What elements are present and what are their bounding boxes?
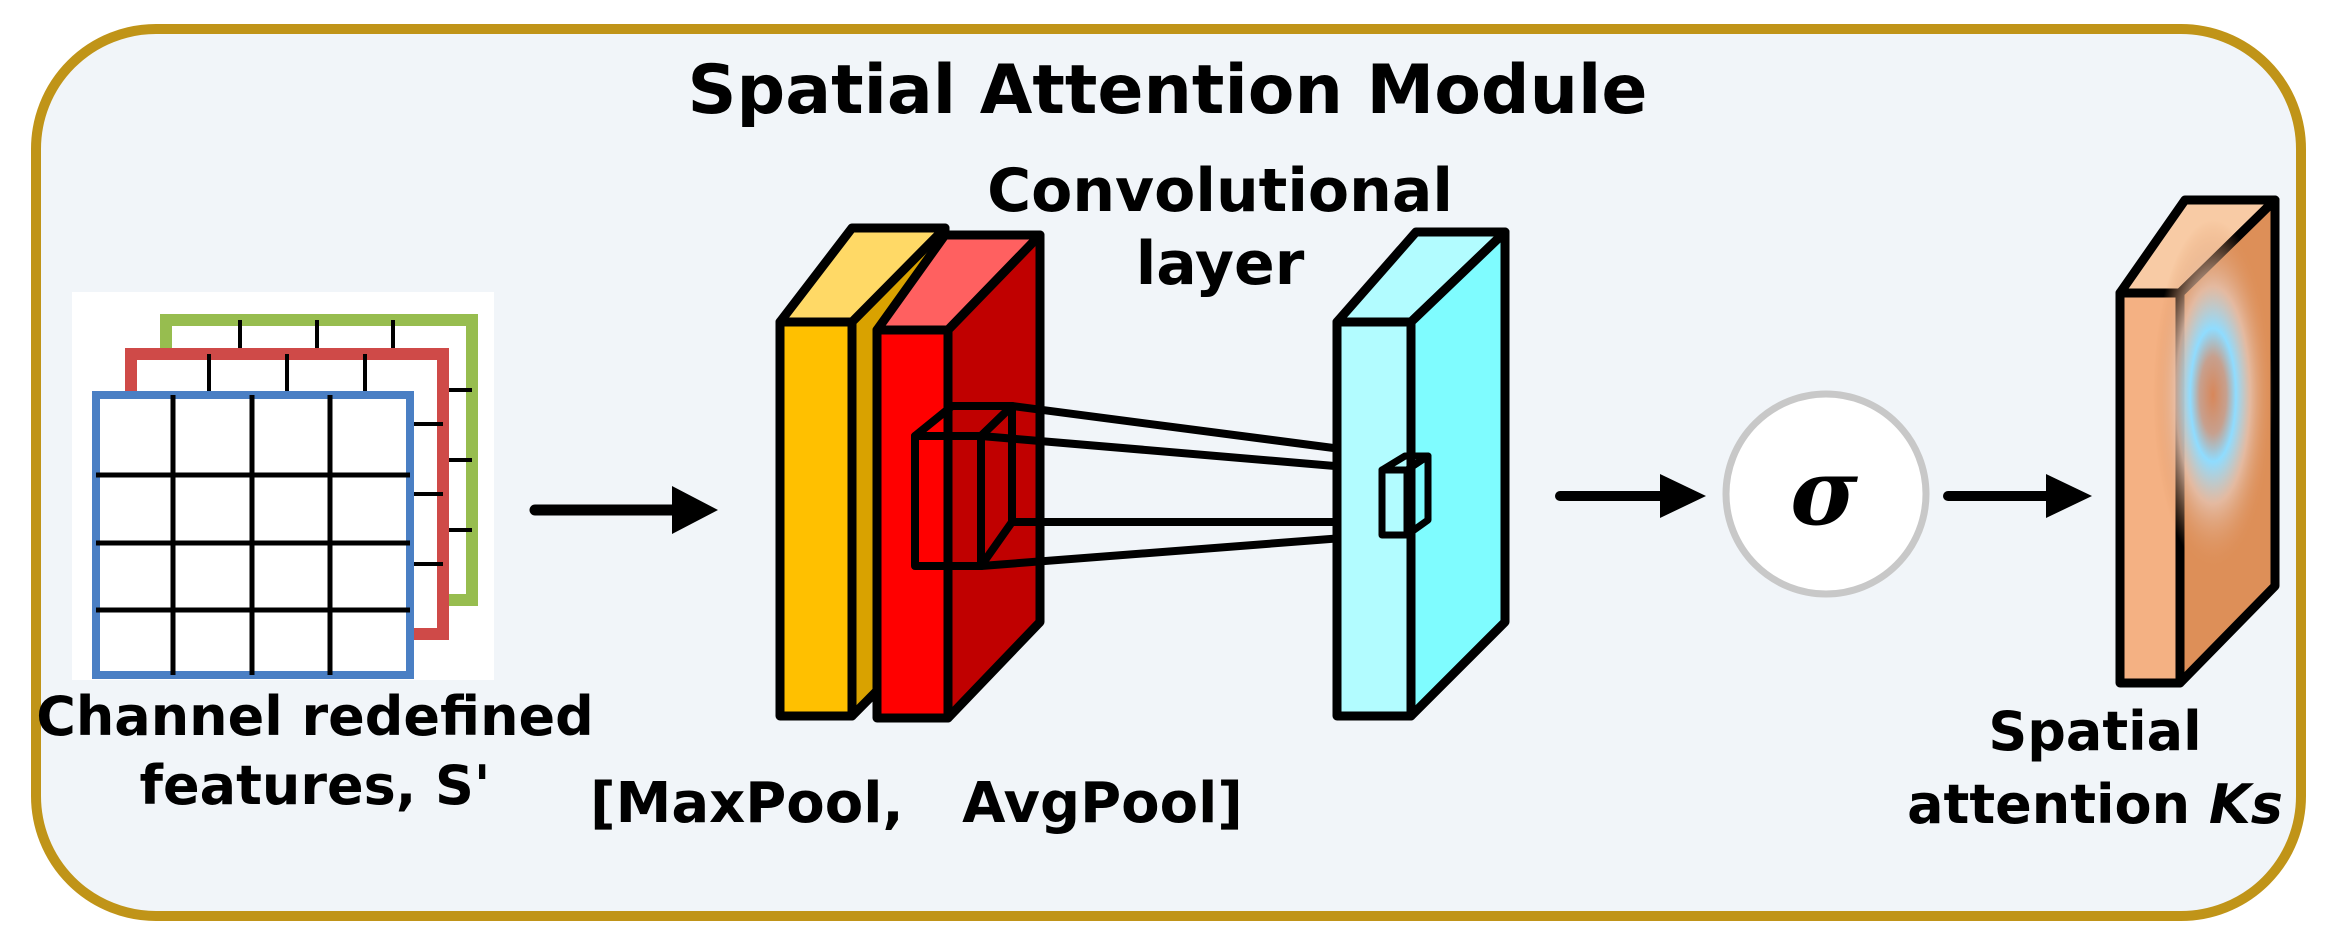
conv-label-line2: layer (1135, 229, 1305, 300)
pooling-label-text: [MaxPool, AvgPool] (590, 771, 1243, 836)
output-label-line2: attention Ks (1880, 768, 2310, 841)
conv-label-line1: Convolutional (987, 156, 1453, 226)
feature-grid-blue (92, 391, 414, 679)
conv-layer-label: Convolutional layer (985, 155, 1455, 301)
avgpool-slab (872, 230, 1045, 723)
input-features-label: Channel redefined features, S' (20, 682, 610, 820)
input-label-line1: Channel redefined (36, 685, 594, 748)
diagram-title: Spatial Attention Module (687, 51, 1648, 130)
module-frame (31, 24, 2306, 921)
output-label-variable: Ks (2208, 773, 2283, 837)
sigmoid-symbol: σ (1790, 438, 1858, 546)
conv-output-slab (1332, 227, 1510, 721)
output-label-line1: Spatial (1988, 700, 2202, 763)
input-feature-maps (72, 292, 494, 680)
input-label-line2: features, S' (139, 754, 491, 818)
spatial-attention-label: Spatial attention Ks (1880, 695, 2310, 842)
sigmoid-node: σ (1722, 390, 1930, 598)
arrow-sigmoid-to-output (1943, 474, 2092, 518)
pooling-label: [MaxPool, AvgPool] (590, 770, 1243, 837)
arrow-input-to-pool (529, 486, 718, 534)
conv-output-kernel (1378, 452, 1432, 539)
arrow-conv-to-sigmoid (1555, 474, 1706, 518)
attention-heat-glow (2153, 220, 2273, 570)
output-label-prefix: attention (1907, 773, 2209, 837)
